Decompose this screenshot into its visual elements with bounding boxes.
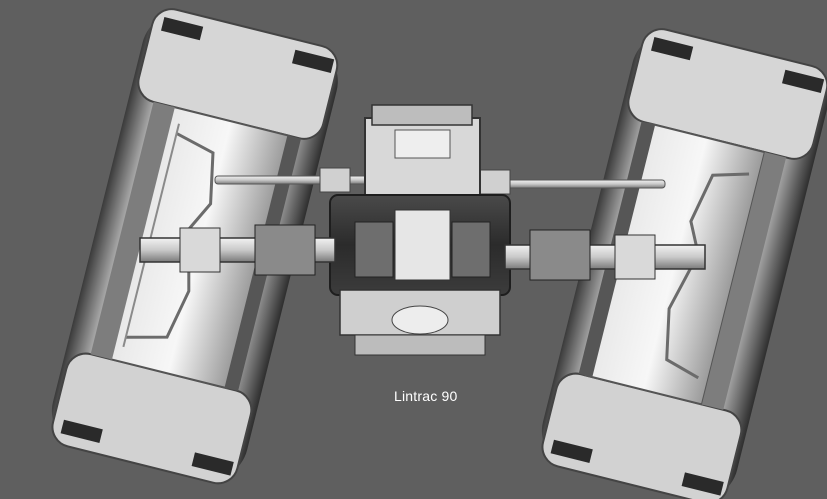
axle-center-housing	[329, 104, 511, 356]
differential	[394, 209, 451, 281]
caption-label: Lintrac 90	[394, 388, 458, 404]
tie-rods	[214, 167, 666, 195]
drive-shafts	[139, 224, 706, 281]
